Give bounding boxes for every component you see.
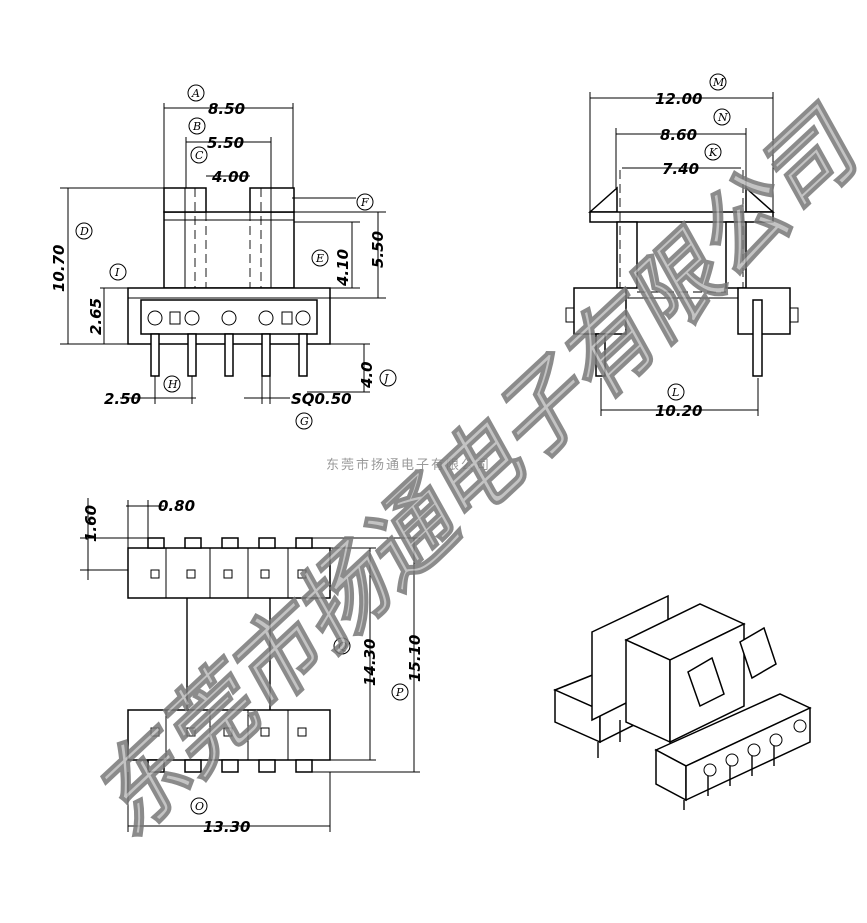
callout-a-label: A bbox=[191, 87, 200, 100]
dim-k-value: 7.40 bbox=[662, 160, 699, 178]
bottom-view: 1.60 0.80 14.30 15.10 13.30 Q P O bbox=[80, 497, 424, 836]
callout-b: B bbox=[188, 117, 206, 135]
callout-h-label: H bbox=[167, 378, 178, 391]
callout-f: F bbox=[356, 193, 374, 211]
callout-p-label: P bbox=[395, 686, 404, 699]
callout-b-label: B bbox=[192, 120, 201, 133]
dim-f-value: 5.50 bbox=[369, 231, 387, 268]
callout-m-label: M bbox=[712, 76, 725, 89]
callout-n-label: N bbox=[717, 111, 728, 124]
dim-p-value: 15.10 bbox=[406, 635, 424, 682]
callout-o: O bbox=[190, 797, 208, 815]
callout-k: K bbox=[704, 143, 722, 161]
callout-i: I bbox=[109, 263, 127, 281]
callout-o-label: O bbox=[195, 800, 204, 813]
front-view: 8.50 5.50 4.00 10.70 2.65 4.10 5.50 4.0 … bbox=[50, 84, 397, 430]
callout-k-label: K bbox=[708, 146, 718, 159]
isometric-view bbox=[553, 594, 812, 810]
callout-p: P bbox=[391, 683, 409, 701]
callout-g-label: G bbox=[300, 415, 309, 428]
callout-q-label: Q bbox=[338, 640, 347, 653]
dim-q-value: 14.30 bbox=[361, 639, 379, 686]
dim-e-value: 4.10 bbox=[334, 249, 352, 287]
callout-n: N bbox=[713, 108, 731, 126]
dim-i-value: 2.65 bbox=[87, 298, 105, 335]
callout-e: E bbox=[311, 249, 329, 267]
watermark-small: 东莞市扬通电子有限公司 bbox=[326, 457, 491, 473]
dim-a-value: 8.50 bbox=[208, 100, 245, 118]
callout-e-label: E bbox=[315, 252, 324, 265]
dim-l-value: 10.20 bbox=[655, 402, 702, 420]
callout-j: J bbox=[379, 369, 397, 387]
dim-m-value: 12.00 bbox=[655, 90, 702, 108]
callout-j-label: J bbox=[382, 372, 389, 385]
callout-m: M bbox=[709, 73, 727, 91]
callout-h: H bbox=[163, 375, 181, 393]
dim-g-value: SQ0.50 bbox=[291, 390, 352, 408]
callout-l-label: L bbox=[671, 386, 679, 399]
dim-n-value: 8.60 bbox=[660, 126, 697, 144]
dim-c-value: 4.00 bbox=[211, 168, 249, 186]
side-view: 12.00 8.60 7.40 10.20 M N K L bbox=[565, 73, 799, 420]
callout-d: D bbox=[75, 222, 93, 240]
dim-top-h-value: 1.60 bbox=[82, 505, 100, 542]
callout-d-label: D bbox=[79, 225, 89, 238]
callout-l: L bbox=[667, 383, 685, 401]
dim-b-value: 5.50 bbox=[207, 134, 244, 152]
dim-h-value: 2.50 bbox=[104, 390, 141, 408]
dim-o-value: 13.30 bbox=[203, 818, 250, 836]
callout-c-label: C bbox=[195, 149, 204, 162]
callout-f-label: F bbox=[360, 196, 369, 209]
callout-a: A bbox=[187, 84, 205, 102]
callout-c: C bbox=[190, 146, 208, 164]
dim-j-value: 4.0 bbox=[358, 361, 376, 389]
callout-i-label: I bbox=[114, 266, 120, 279]
callout-q: Q bbox=[333, 637, 351, 655]
dim-d-value: 10.70 bbox=[50, 245, 68, 292]
dim-top-w-value: 0.80 bbox=[158, 497, 195, 515]
callout-g: G bbox=[295, 412, 313, 430]
